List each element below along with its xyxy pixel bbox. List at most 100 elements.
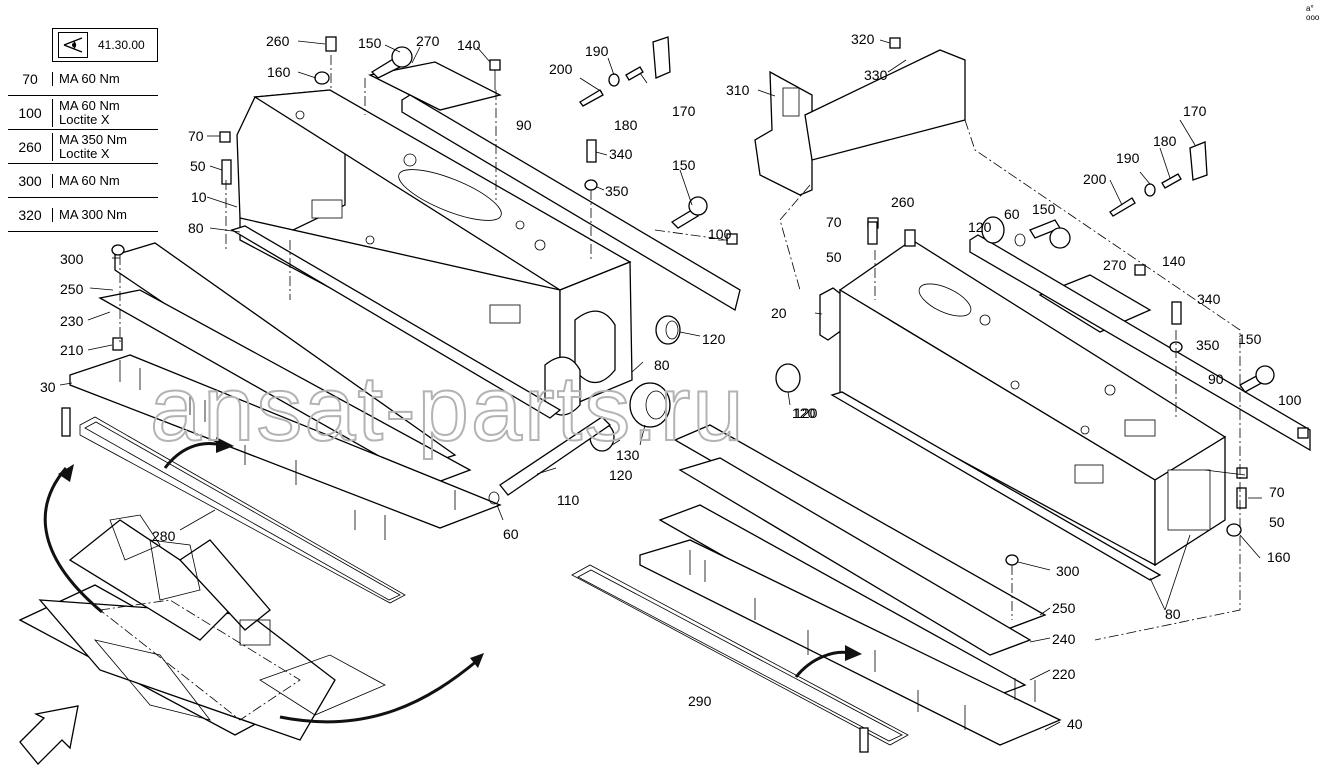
torque-value: MA 300 Nm <box>52 207 158 222</box>
left-hole-d <box>403 153 417 167</box>
left-top-pad-2 <box>489 304 521 324</box>
torque-value: MA 60 Nm <box>52 71 158 86</box>
bolt-150-right <box>1029 219 1071 249</box>
callout-120: 120 <box>792 405 816 421</box>
seal-280-inner <box>84 421 401 601</box>
callout-180: 180 <box>614 117 638 133</box>
right-end-window <box>1167 469 1211 531</box>
callout-300: 300 <box>60 251 84 267</box>
torque-part-number: 300 <box>18 172 42 189</box>
bolt-150-left <box>370 46 413 79</box>
callout-100: 100 <box>708 226 732 242</box>
callout-160: 160 <box>1267 549 1291 565</box>
arrow-overview-to-right <box>279 658 479 724</box>
bolt-140-left <box>489 59 501 90</box>
pin-180-left <box>625 66 644 81</box>
corner-mark: a° ooo <box>1306 4 1320 22</box>
right-hole-c <box>1010 380 1020 390</box>
torque-line: MA 60 Nm <box>59 97 120 113</box>
bracket-310-window <box>782 87 800 117</box>
machine-overview-sketch <box>18 514 386 741</box>
callout-300: 300 <box>1056 563 1080 579</box>
right-top-pad-2 <box>1124 419 1156 437</box>
bolt-100-right <box>1297 427 1309 439</box>
ring-60-left <box>488 491 500 505</box>
seal-290 <box>571 564 909 746</box>
callout-150: 150 <box>672 157 696 173</box>
callout-140: 140 <box>457 37 481 53</box>
torque-line: MA 350 Nm <box>59 131 127 147</box>
callout-320: 320 <box>851 31 875 47</box>
arrow-overview-to-right-head <box>470 653 484 668</box>
bolt-70-right-b <box>1236 467 1248 479</box>
torque-part-number: 260 <box>18 138 42 155</box>
left-hole-b <box>365 235 375 245</box>
callout-240: 240 <box>1052 631 1076 647</box>
left-hole-a <box>295 110 305 120</box>
torque-row: 70 MA 60 Nm <box>8 62 158 96</box>
callout-270: 270 <box>1103 257 1127 273</box>
callout-260: 260 <box>266 33 290 49</box>
torque-value: MA 60 Nm <box>52 173 158 188</box>
plate-80-left <box>230 225 562 419</box>
studs-right <box>689 550 1036 730</box>
torque-line: Loctite X <box>59 111 110 127</box>
right-hole-b <box>1104 384 1116 396</box>
torque-part-number: 320 <box>18 206 42 223</box>
callout-210: 210 <box>60 342 84 358</box>
callout-120: 120 <box>794 405 818 421</box>
axis-right-2 <box>964 119 1241 641</box>
callout-260: 260 <box>891 194 915 210</box>
washer-350-left <box>584 179 598 191</box>
right-hole-d <box>1080 425 1090 435</box>
callout-80: 80 <box>1165 606 1181 622</box>
left-top-slot <box>398 169 502 221</box>
callout-40: 40 <box>1067 716 1083 732</box>
callout-200: 200 <box>549 61 573 77</box>
reference-code: 41.30.00 <box>98 38 145 52</box>
sleeve-50-left <box>221 159 232 185</box>
axis-right-1 <box>779 184 811 291</box>
callout-200: 200 <box>1083 171 1107 187</box>
torque-row: 320 MA 300 Nm <box>8 198 158 232</box>
stud-290-end <box>859 727 869 753</box>
left-end-lug <box>574 310 616 384</box>
pin-110 <box>499 416 612 496</box>
roller-120-left-a <box>655 315 681 345</box>
callout-70: 70 <box>1269 484 1285 500</box>
callout-80: 80 <box>188 220 204 236</box>
torque-row: 300 MA 60 Nm <box>8 164 158 198</box>
callout-350: 350 <box>1196 337 1220 353</box>
torque-part-number: 70 <box>22 70 38 87</box>
bolt-260-left <box>325 36 337 90</box>
callout-90: 90 <box>1208 371 1224 387</box>
callout-120: 120 <box>968 219 992 235</box>
left-hole-e <box>534 239 546 251</box>
shim-plate-240-right <box>678 457 1032 656</box>
callout-110: 110 <box>557 492 580 508</box>
arrow-overview-to-left-head <box>58 464 74 482</box>
callout-30: 30 <box>40 379 56 395</box>
callout-340: 340 <box>1197 291 1221 307</box>
studs-left <box>119 360 456 540</box>
callout-120: 120 <box>702 331 726 347</box>
callout-60: 60 <box>503 526 519 542</box>
right-side-plate-20 <box>819 287 843 341</box>
callout-290: 290 <box>688 693 712 709</box>
left-top-pad <box>311 199 343 219</box>
callout-100: 100 <box>1278 392 1302 408</box>
roller-120-right-b <box>775 363 801 393</box>
plate-80-right <box>830 391 1162 581</box>
callout-150: 150 <box>1032 201 1056 217</box>
arrow-left-plate-head <box>216 437 234 453</box>
bolt-100-left <box>726 233 738 245</box>
callout-20: 20 <box>771 305 787 321</box>
torque-part-number: 100 <box>18 104 42 121</box>
callout-250: 250 <box>1052 600 1076 616</box>
washer-190-right <box>1144 183 1156 197</box>
torque-line: Loctite X <box>59 145 110 161</box>
